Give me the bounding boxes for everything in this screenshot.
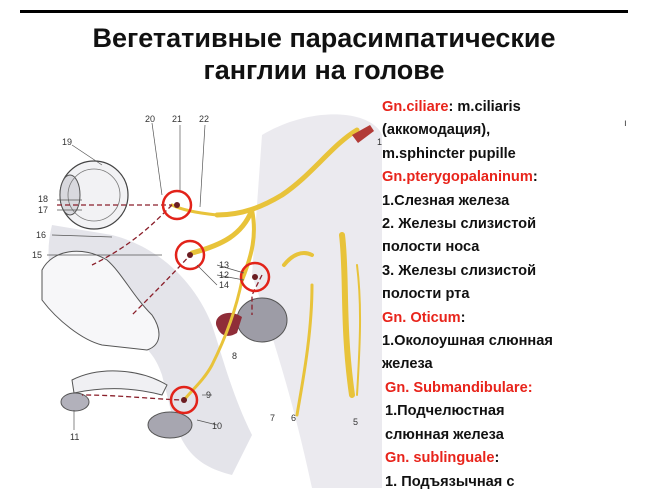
- subling-colon: :: [494, 450, 500, 467]
- ptery-row: Gn.pterygopalaninum:: [382, 166, 644, 189]
- label-8: 8: [232, 351, 237, 361]
- label-18: 18: [38, 194, 48, 204]
- label-12: 12: [219, 270, 229, 280]
- ciliare-row: Gn.ciliare: m.ciliaris: [382, 96, 644, 119]
- nasal-cavity: [41, 250, 160, 351]
- oticum-item-1a: 1.Околоушная слюнная: [382, 333, 553, 350]
- ciliary-ganglion-circle: [161, 189, 193, 221]
- oticum-name: Gn. Oticum: [382, 309, 461, 326]
- label-17: 17: [38, 205, 48, 215]
- page-title: Вегетативные парасимпатические ганглии н…: [0, 22, 648, 86]
- subling-row: Gn. sublinguale:: [382, 447, 644, 470]
- label-22: 22: [199, 114, 209, 124]
- label-16: 16: [36, 230, 46, 240]
- pterygopalatine-ganglion-circle: [174, 239, 206, 271]
- ganglion-dots: [174, 202, 258, 403]
- label-19: 19: [62, 137, 72, 147]
- submand-item-1b: слюнная железа: [385, 426, 504, 443]
- ciliare-text-3: m.sphincter pupille: [382, 145, 516, 162]
- ciliare-text-1: : m.ciliaris: [448, 99, 521, 115]
- label-9: 9: [206, 390, 211, 400]
- parotid-gland: [236, 297, 288, 343]
- ganglia-legend: Gn.ciliare: m.ciliaris (аккомодация), m.…: [382, 96, 644, 494]
- ciliare-name: Gn.ciliare: [382, 99, 449, 115]
- label-20: 20: [145, 114, 155, 124]
- label-10: 10: [212, 421, 222, 431]
- label-5: 5: [353, 417, 358, 427]
- nerve-root-tip: [352, 125, 374, 143]
- label-13: 13: [219, 260, 229, 270]
- top-rule: [20, 10, 628, 13]
- title-line-1: Вегетативные парасимпатические: [92, 23, 556, 53]
- ptery-item-3b: полости рта: [382, 286, 470, 303]
- subling-name: Gn. sublinguale: [385, 450, 495, 467]
- diagram-number-labels: 19 20 21 22 18 17 16 15 14 13 12 11 10 9…: [32, 114, 382, 442]
- ciliare-text-2: (аккомодация),: [382, 122, 491, 139]
- anatomy-illustration: 19 20 21 22 18 17 16 15 14 13 12 11 10 9…: [32, 114, 382, 488]
- otic-ganglion-circle: [239, 261, 271, 293]
- submandibular-ganglion-circle: [169, 385, 199, 415]
- label-11: 11: [70, 432, 79, 442]
- oticum-colon: :: [460, 309, 466, 326]
- label-14: 14: [219, 280, 229, 290]
- ptery-item-1: 1.Слезная железа: [382, 192, 510, 209]
- submand-name: Gn. Submandibulare:: [385, 379, 533, 396]
- submand-item-1a: 1.Подчелюстная: [385, 403, 505, 420]
- ptery-item-2b: полости носа: [382, 239, 480, 256]
- ganglion-markers: [161, 189, 271, 415]
- ptery-colon: :: [532, 169, 538, 186]
- label-6: 6: [291, 413, 296, 423]
- oticum-item-1b: железа: [382, 356, 433, 373]
- ptery-item-3a: 3. Железы слизистой: [382, 262, 537, 279]
- ptery-item-2a: 2. Железы слизистой: [382, 216, 537, 233]
- ptery-name: Gn.pterygopalaninum: [382, 169, 533, 186]
- stray-mark: ı: [624, 118, 627, 129]
- label-7: 7: [270, 413, 275, 423]
- palate: [71, 370, 168, 396]
- oticum-row: Gn. Oticum:: [382, 307, 644, 330]
- label-1: 1: [377, 137, 382, 147]
- leader-lines: [47, 122, 245, 430]
- label-21: 21: [172, 114, 182, 124]
- title-line-2: ганглии на голове: [203, 55, 445, 85]
- submandibular-gland: [147, 411, 193, 439]
- sublingual-gland: [60, 392, 90, 412]
- subling-item-1: 1. Подъязычная с: [385, 473, 515, 490]
- eyeball: [59, 160, 129, 230]
- label-15: 15: [32, 250, 42, 260]
